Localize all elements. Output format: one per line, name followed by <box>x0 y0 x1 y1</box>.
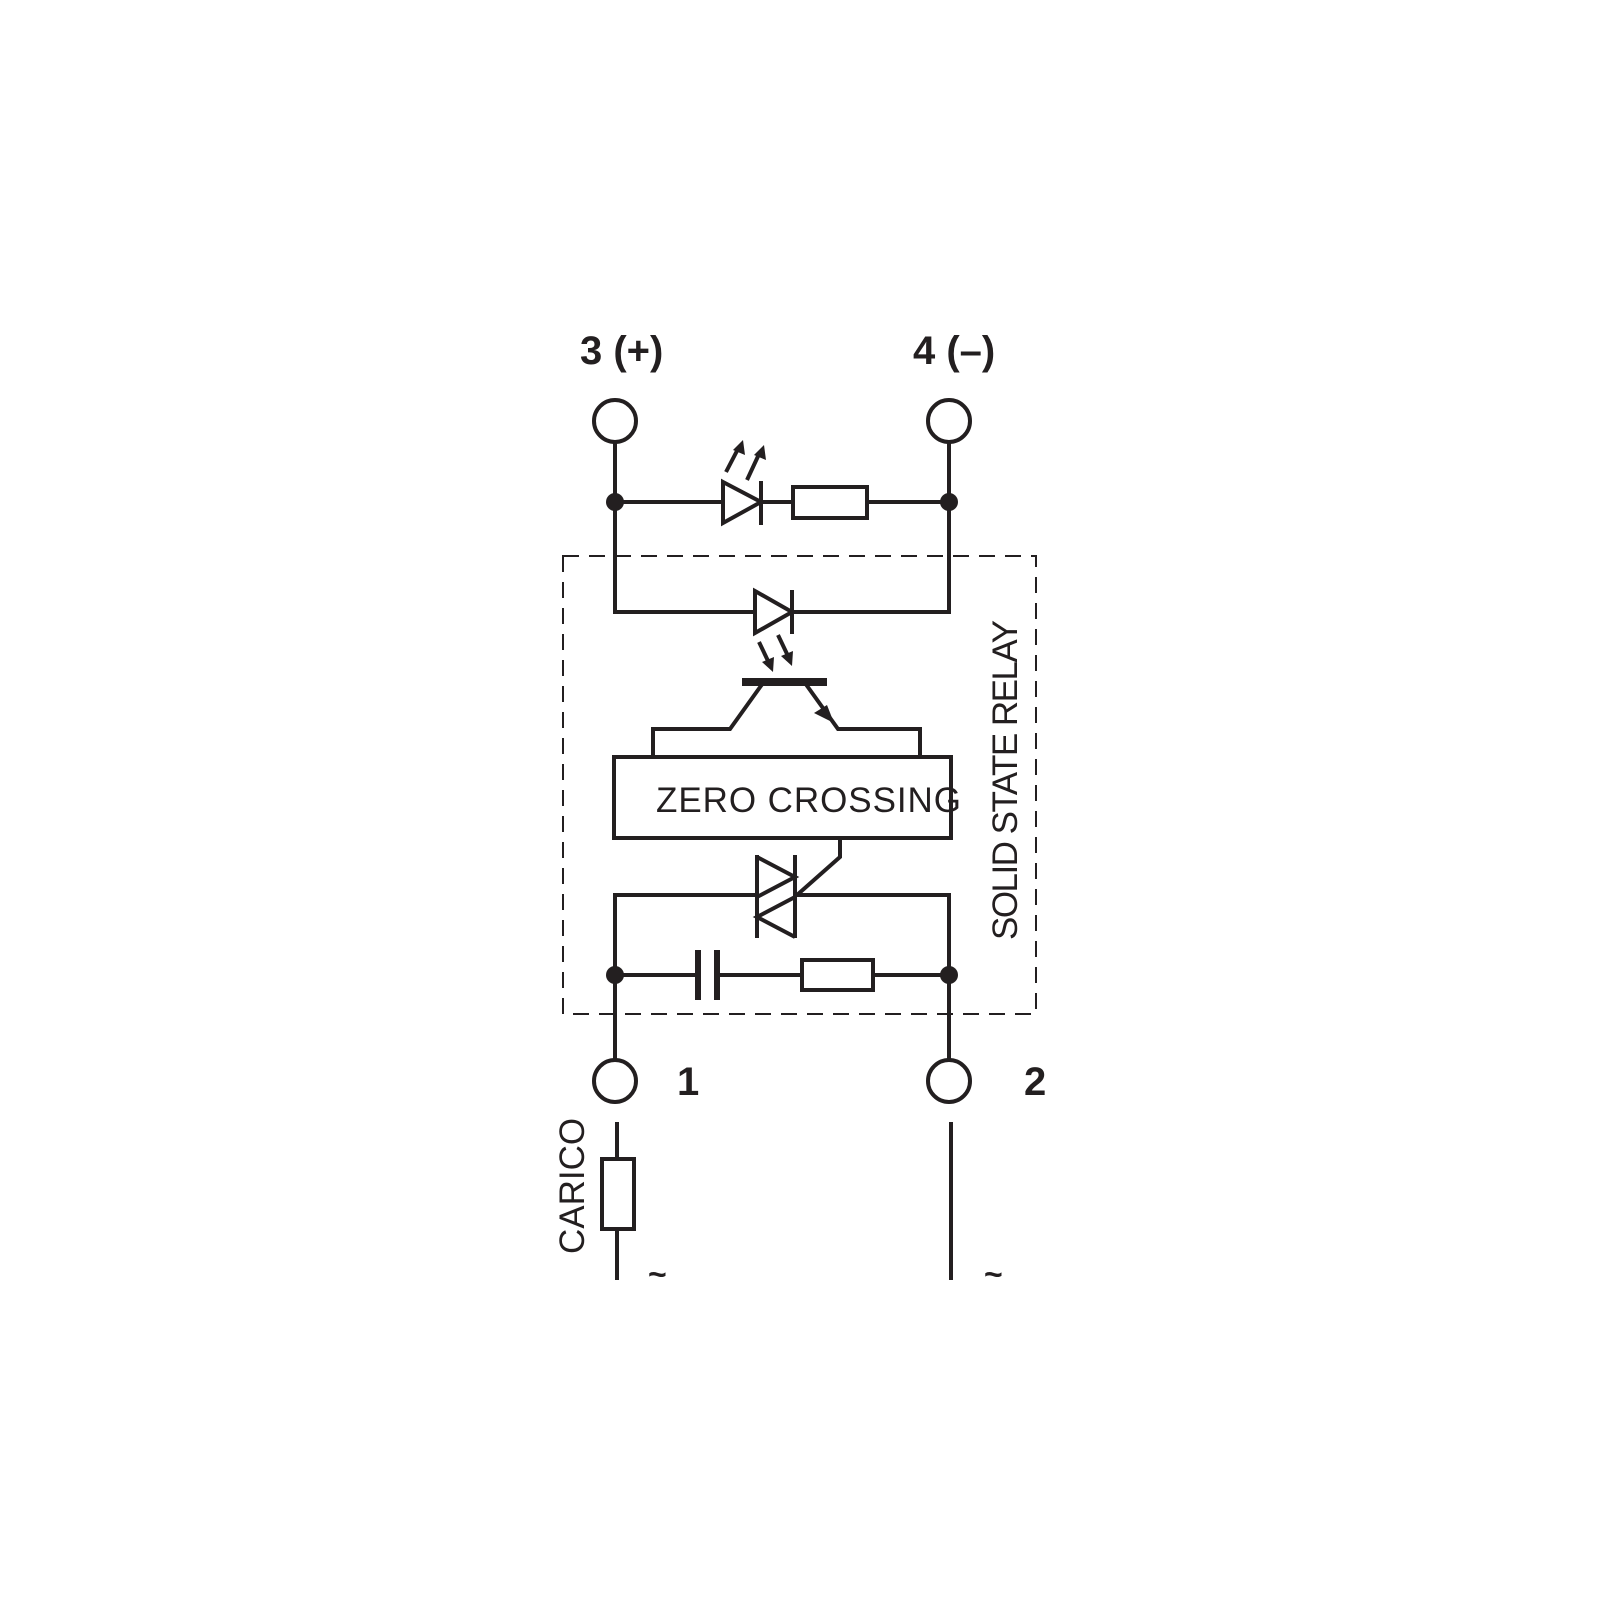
zero-crossing-label: ZERO CROSSING <box>656 781 961 820</box>
phototransistor-icon <box>651 678 922 757</box>
terminal-4 <box>926 398 972 444</box>
relay-enclosure <box>562 555 1037 1015</box>
ac-right-symbol: ~ <box>984 1256 1003 1292</box>
terminal-3-label: 3 (+) <box>580 329 663 373</box>
terminal-2 <box>926 1058 972 1104</box>
opto-led-icon <box>753 587 797 672</box>
capacitor-icon <box>695 950 720 1000</box>
snubber-resistor-icon <box>800 958 875 992</box>
load-resistor-icon <box>600 1157 636 1231</box>
terminal-3 <box>592 398 638 444</box>
resistor-icon <box>791 485 869 520</box>
junction-dot <box>940 966 958 984</box>
junction-dot <box>606 966 624 984</box>
terminal-4-label: 4 (–) <box>913 329 995 373</box>
terminal-2-label: 2 <box>1024 1060 1046 1104</box>
output-wires <box>613 893 951 1060</box>
triac-icon <box>752 838 842 939</box>
zero-crossing-block <box>612 755 953 840</box>
load-wires <box>615 1122 953 1280</box>
input-wires <box>613 442 951 614</box>
led-indicator-icon <box>615 440 949 527</box>
terminal-1-label: 1 <box>677 1060 699 1104</box>
terminal-1 <box>592 1058 638 1104</box>
solid-state-relay-label: SOLID STATE RELAY <box>986 620 1025 940</box>
ac-left-symbol: ~ <box>648 1256 667 1292</box>
load-label: CARICO <box>553 1118 592 1254</box>
